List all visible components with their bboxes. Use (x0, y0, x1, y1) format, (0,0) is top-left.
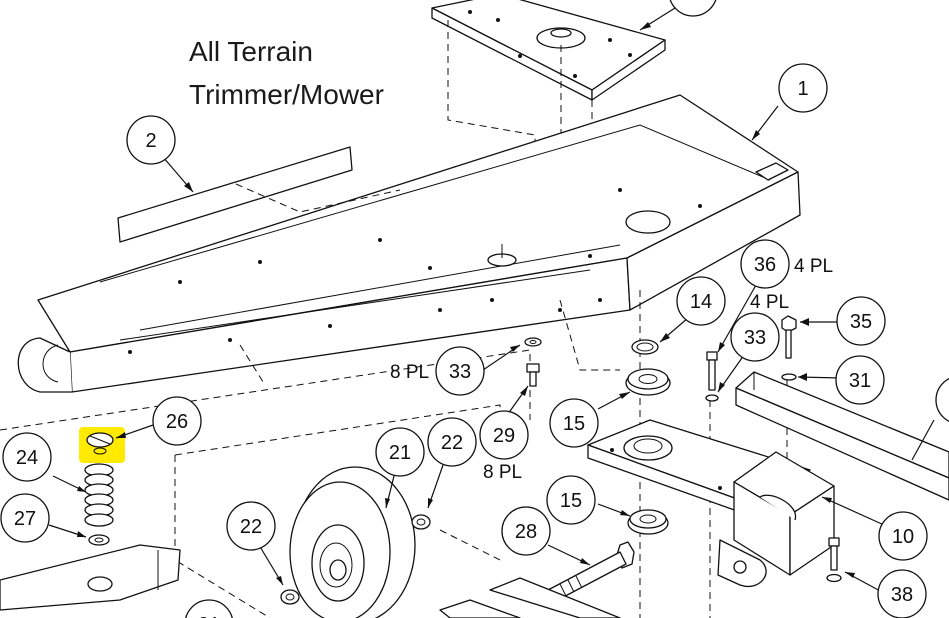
clip-26 (86, 432, 114, 455)
callout-33-right: 33 (730, 312, 780, 362)
seal-14 (631, 339, 659, 355)
lower-fork-fragment (439, 577, 621, 618)
callout-26: 26 (152, 396, 202, 446)
bolt-36 (705, 351, 719, 402)
alignment-line (239, 344, 266, 386)
callout-15-lower: 15 (546, 475, 596, 525)
diagram-title-line2: Trimmer/Mower (189, 79, 384, 110)
callout-24: 24 (2, 432, 52, 482)
bolt-29 (526, 363, 540, 387)
washer-31 (781, 373, 797, 381)
main-deck-frame (17, 94, 801, 393)
svg-text:38: 38 (891, 584, 913, 606)
svg-text:29: 29 (493, 425, 515, 447)
left-fork-arm (0, 544, 181, 611)
svg-text:36: 36 (754, 254, 776, 276)
alignment-line (439, 529, 501, 561)
spring-24 (84, 463, 114, 527)
svg-text:15: 15 (563, 413, 585, 435)
svg-text:26: 26 (166, 411, 188, 433)
top-mounting-plate (431, 0, 666, 101)
callout-15-upper: 15 (549, 398, 599, 448)
callout-29: 29 (479, 410, 529, 460)
callout-10: 10 (878, 511, 928, 561)
washer-33 (524, 337, 542, 347)
svg-text:22: 22 (441, 432, 463, 454)
svg-text:2: 2 (145, 130, 156, 152)
svg-text:35: 35 (850, 311, 872, 333)
leader-lines (48, 7, 935, 593)
quantity-label-29: 8 PL (483, 462, 522, 483)
svg-text:33: 33 (449, 361, 471, 383)
spacer-22-right (411, 514, 431, 530)
diagram-title-line1: All Terrain (189, 36, 313, 67)
callout-14: 14 (676, 276, 726, 326)
svg-text:15: 15 (560, 490, 582, 512)
alignment-line (447, 20, 536, 190)
bearing-15-upper (625, 368, 671, 396)
spacer-22-left (280, 589, 300, 605)
svg-text:22: 22 (240, 516, 262, 538)
callout-partial-top (669, 0, 717, 17)
quantity-label-33-right: 4 PL (750, 292, 789, 313)
caster-wheel-21 (289, 466, 416, 618)
svg-text:21: 21 (389, 442, 411, 464)
cross-tube (735, 371, 949, 501)
svg-text:27: 27 (14, 508, 36, 530)
svg-text:14: 14 (690, 291, 712, 313)
alignment-line (0, 349, 531, 431)
callout-28: 28 (501, 506, 551, 556)
callout-1: 1 (778, 63, 828, 113)
svg-text:1: 1 (797, 78, 808, 100)
callout-22-lower: 22 (226, 501, 276, 551)
svg-text:31: 31 (849, 370, 871, 392)
alignment-line (559, 299, 620, 371)
bearing-15-lower (627, 509, 669, 535)
quantity-label-36: 4 PL (794, 256, 833, 277)
svg-text:10: 10 (892, 526, 914, 548)
callout-partial-right (935, 377, 949, 423)
quantity-label-33-center: 8 PL (390, 362, 429, 383)
callout-36: 36 (740, 239, 790, 289)
callout-38: 38 (877, 569, 927, 618)
bolt-38 (826, 537, 842, 583)
callout-2: 2 (126, 115, 176, 165)
callout-21-lower: 21 (185, 599, 233, 618)
caster-fork-bracket (587, 419, 835, 588)
callout-35: 35 (836, 296, 886, 346)
bolt-35 (781, 315, 797, 359)
svg-text:24: 24 (16, 447, 38, 469)
decal-strip (117, 146, 353, 243)
callout-31: 31 (835, 355, 885, 405)
washer-27 (88, 534, 110, 546)
svg-text:21: 21 (198, 614, 220, 618)
callout-27: 27 (0, 493, 50, 543)
callout-21-upper: 21 (375, 427, 425, 477)
callout-33-center: 33 (435, 346, 485, 396)
callout-22-upper: 22 (427, 417, 477, 467)
alignment-line (235, 183, 401, 213)
svg-text:33: 33 (744, 327, 766, 349)
svg-text:28: 28 (515, 521, 537, 543)
